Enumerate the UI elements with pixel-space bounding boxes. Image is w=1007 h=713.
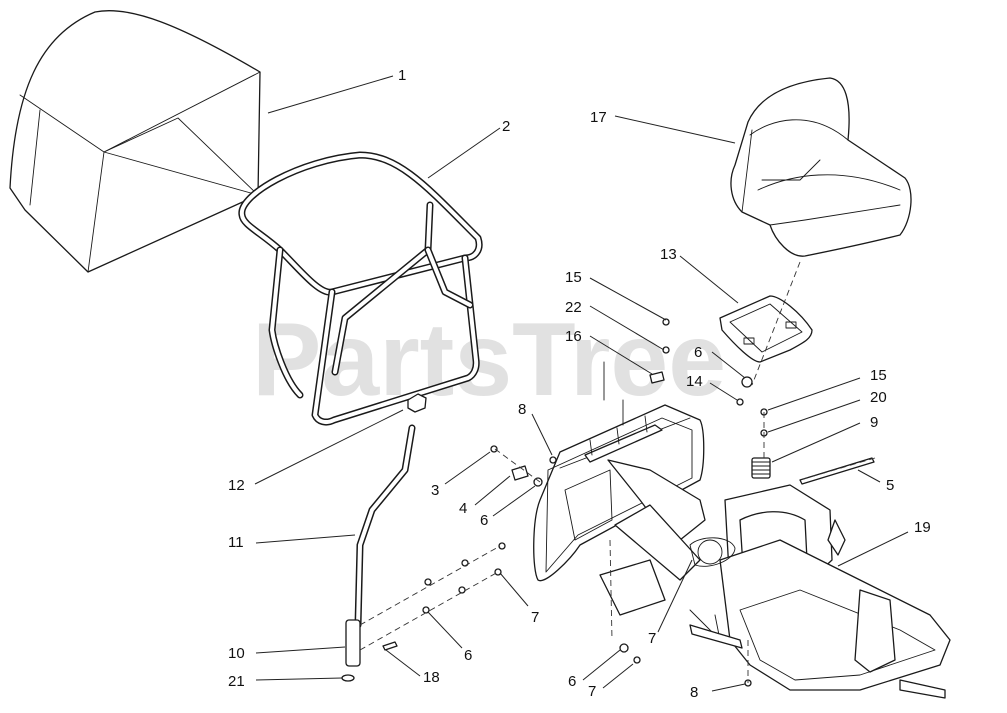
callout-21: 21 [228, 673, 245, 690]
callout-10: 10 [228, 645, 245, 662]
part-17-seat [730, 77, 912, 257]
callout-11: 11 [228, 534, 244, 551]
callout-15: 15 [565, 269, 582, 286]
callout-6-bottom: 6 [568, 673, 576, 690]
callout-13: 13 [660, 246, 677, 263]
part-5-rod [799, 457, 875, 485]
callout-labels: 1 2 17 13 15 22 16 6 14 15 20 9 8 3 4 6 … [228, 67, 931, 701]
callout-7-bottom: 7 [588, 683, 596, 700]
callout-9: 9 [870, 414, 878, 431]
callout-6-top: 6 [694, 344, 702, 361]
part-1-bag [9, 10, 261, 273]
part-19-chassis-frame [599, 459, 951, 699]
callout-8-top: 8 [518, 401, 526, 418]
callout-15-right: 15 [870, 367, 887, 384]
callout-6-low: 6 [464, 647, 472, 664]
callout-22: 22 [565, 299, 582, 316]
callout-2: 2 [502, 118, 510, 135]
callout-12: 12 [228, 477, 245, 494]
part-2-bag-frame [238, 151, 483, 426]
callout-18: 18 [423, 669, 440, 686]
callout-20: 20 [870, 389, 887, 406]
hardware [382, 318, 768, 687]
leader-lines [254, 75, 909, 692]
callout-7-center: 7 [648, 630, 656, 647]
part-9-spring [751, 457, 771, 479]
callout-4: 4 [459, 500, 467, 517]
callout-1: 1 [398, 67, 406, 84]
callout-17: 17 [590, 109, 607, 126]
callout-14: 14 [686, 373, 703, 390]
rear-panel [533, 404, 705, 582]
callout-6-mid: 6 [480, 512, 488, 529]
callout-3: 3 [431, 482, 439, 499]
callout-5: 5 [886, 477, 894, 494]
part-11-lift-tube [341, 393, 427, 682]
callout-19: 19 [914, 519, 931, 536]
callout-7-left: 7 [531, 609, 539, 626]
assembly-lines [359, 261, 876, 683]
part-13-seat-plate [719, 295, 813, 363]
callout-16: 16 [565, 328, 582, 345]
callout-8-bottom: 8 [690, 684, 698, 701]
